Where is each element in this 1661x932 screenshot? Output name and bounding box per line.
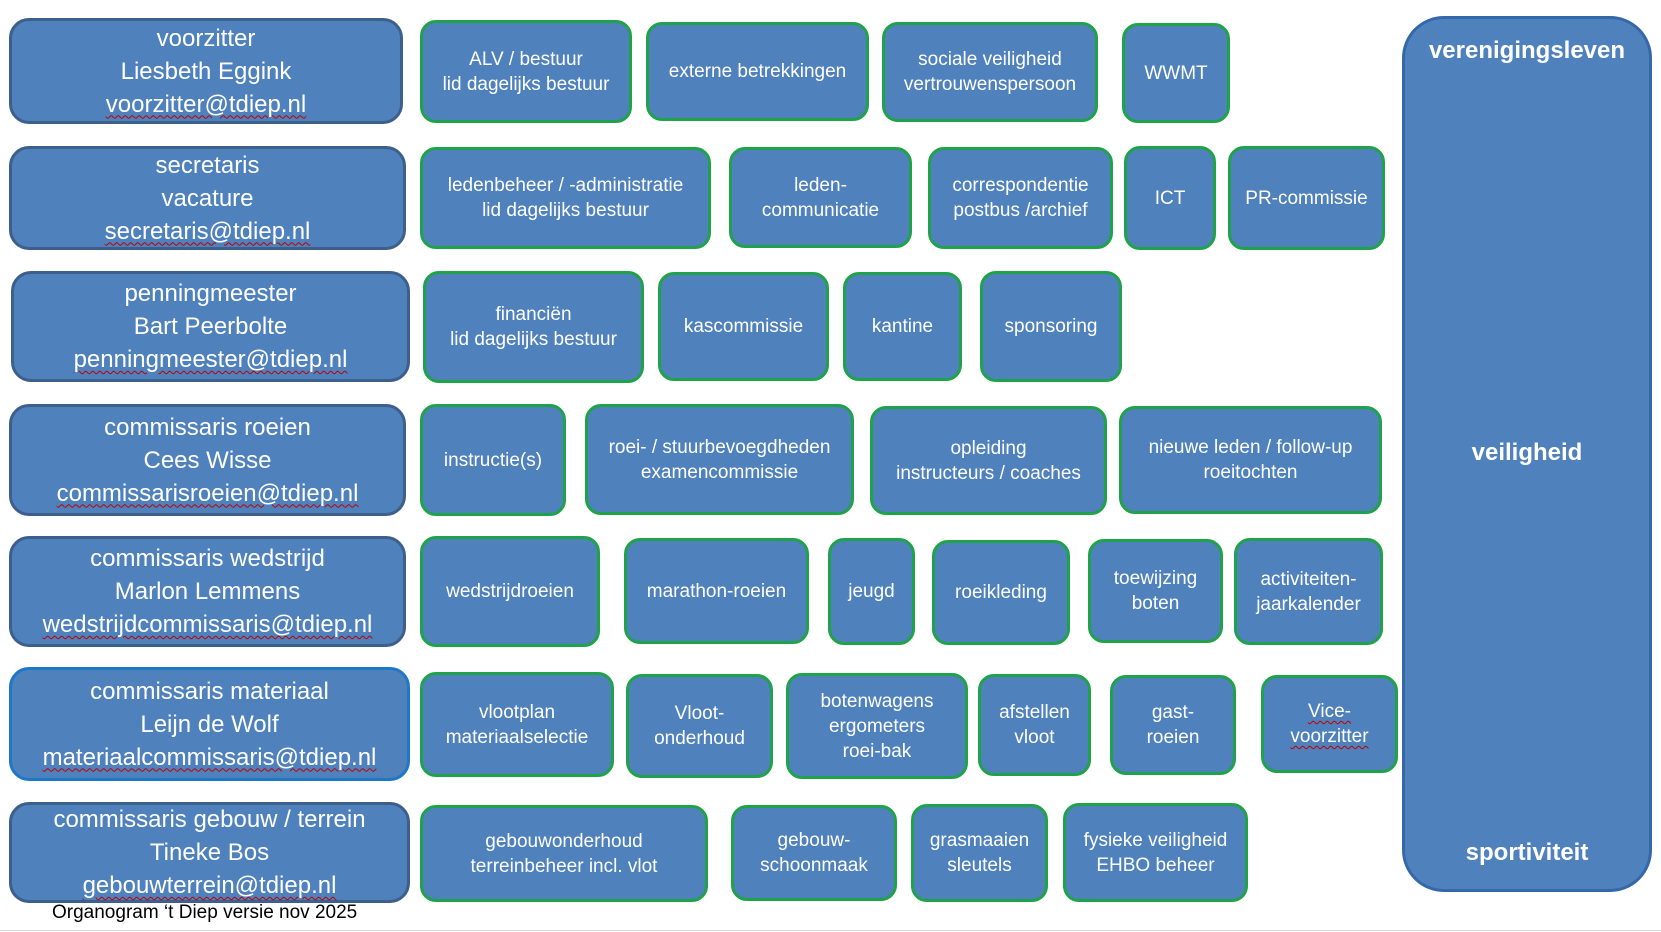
task-box: marathon-roeien — [624, 538, 809, 644]
role-title: voorzitter — [156, 24, 256, 52]
task-box: instructie(s) — [420, 404, 566, 516]
role-email: penningmeester@tdiep.nl — [73, 346, 348, 373]
task-box: gebouw- schoonmaak — [731, 805, 897, 901]
role-email: secretaris@tdiep.nl — [104, 217, 311, 245]
task-box: ledenbeheer / -administratie lid dagelij… — [420, 147, 711, 249]
task-box: kascommissie — [658, 272, 829, 381]
task-box: ALV / bestuur lid dagelijks bestuur — [420, 20, 632, 123]
task-box: financiën lid dagelijks bestuur — [423, 271, 644, 383]
task-box: Vloot- onderhoud — [626, 674, 773, 778]
role-name: Cees Wisse — [143, 446, 272, 474]
role-title: commissaris materiaal — [90, 677, 329, 705]
task-box: sociale veiligheid vertrouwenspersoon — [882, 22, 1098, 122]
task-box: grasmaaien sleutels — [911, 804, 1048, 902]
role-title: commissaris gebouw / terrein — [53, 806, 366, 833]
role-name: Bart Peerbolte — [133, 313, 288, 340]
task-box: wedstrijdroeien — [420, 536, 600, 647]
task-box: activiteiten- jaarkalender — [1234, 538, 1383, 645]
task-box: nieuwe leden / follow-up roeitochten — [1119, 406, 1382, 514]
role-email: gebouwterrein@tdiep.nl — [82, 872, 337, 899]
role-title: secretaris — [155, 151, 260, 179]
role-commissaris-roeien: commissaris roeien Cees Wisse commissari… — [9, 404, 406, 516]
task-box: vlootplan materiaalselectie — [420, 672, 614, 777]
role-secretaris: secretaris vacature secretaris@tdiep.nl — [9, 146, 406, 250]
task-box: gast- roeien — [1110, 675, 1236, 775]
task-box: opleiding instructeurs / coaches — [870, 406, 1107, 515]
role-email: voorzitter@tdiep.nl — [105, 90, 307, 118]
task-box: ICT — [1124, 146, 1216, 250]
role-name: Tineke Bos — [149, 839, 270, 866]
task-box: toewijzing boten — [1088, 539, 1223, 643]
task-box: botenwagens ergometers roei-bak — [786, 673, 968, 779]
role-title: penningmeester — [124, 280, 297, 307]
task-box: WWMT — [1122, 23, 1230, 123]
role-penningmeester: penningmeester Bart Peerbolte penningmee… — [11, 271, 410, 382]
role-email: materiaalcommissaris@tdiep.nl — [42, 743, 377, 771]
value-top: verenigingsleven — [1428, 37, 1626, 64]
task-box: afstellen vloot — [978, 674, 1091, 776]
task-box: PR-commissie — [1228, 146, 1385, 250]
role-name: Liesbeth Eggink — [120, 57, 292, 85]
task-label: Vice- voorzitter — [1290, 701, 1369, 747]
values-panel: verenigingsleven veiligheid sportiviteit — [1402, 16, 1652, 892]
task-box: leden- communicatie — [729, 147, 912, 248]
role-name: Leijn de Wolf — [140, 710, 279, 738]
role-voorzitter: voorzitter Liesbeth Eggink voorzitter@td… — [9, 18, 403, 124]
role-commissaris-gebouw-terrein: commissaris gebouw / terrein Tineke Bos … — [9, 802, 410, 903]
task-box-vice-voorzitter: Vice- voorzitter — [1261, 675, 1398, 773]
role-title: commissaris wedstrijd — [90, 545, 325, 572]
value-bottom: sportiviteit — [1465, 839, 1589, 866]
task-box: sponsoring — [980, 271, 1122, 382]
task-box: gebouwonderhoud terreinbeheer incl. vlot — [420, 805, 708, 902]
task-box: roeikleding — [932, 540, 1070, 645]
role-name: Marlon Lemmens — [114, 578, 301, 605]
footer-caption: Organogram ‘t Diep versie nov 2025 — [52, 902, 358, 923]
role-name: vacature — [161, 184, 254, 212]
role-commissaris-materiaal: commissaris materiaal Leijn de Wolf mate… — [9, 667, 410, 781]
role-email: wedstrijdcommissaris@tdiep.nl — [42, 611, 373, 638]
task-box: externe betrekkingen — [646, 22, 869, 121]
role-email: commissarisroeien@tdiep.nl — [56, 479, 359, 507]
task-box: fysieke veiligheid EHBO beheer — [1063, 803, 1248, 902]
task-box: roei- / stuurbevoegdheden examencommissi… — [585, 404, 854, 515]
divider — [0, 930, 1661, 931]
value-middle: veiligheid — [1471, 439, 1583, 466]
role-commissaris-wedstrijd: commissaris wedstrijd Marlon Lemmens wed… — [9, 536, 406, 647]
task-box: jeugd — [828, 538, 915, 645]
task-box: kantine — [843, 272, 962, 381]
role-title: commissaris roeien — [104, 413, 311, 441]
task-box: correspondentie postbus /archief — [928, 147, 1113, 249]
